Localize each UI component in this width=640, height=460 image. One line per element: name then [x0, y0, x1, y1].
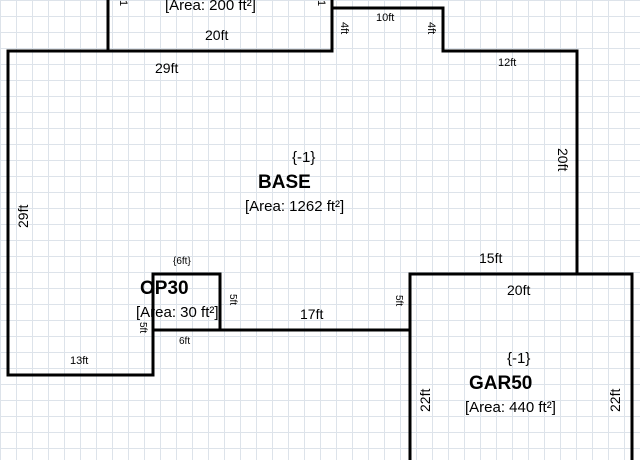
- base-bump-right-dim: 4ft: [425, 22, 437, 35]
- base-step-lower-dim: 15ft: [479, 250, 503, 266]
- gar50-name: GAR50: [469, 373, 533, 394]
- base-area: [Area: 1262 ft²]: [245, 198, 345, 215]
- top-room-top-left-dim: 1: [117, 0, 129, 7]
- gar50-left-dim: 22ft: [417, 388, 433, 412]
- base-bump-top-dim: 10ft: [376, 12, 395, 24]
- base-left-dim: 29ft: [15, 204, 31, 228]
- gar50-code: {-1}: [507, 350, 531, 367]
- base-bottom-middle-dim: 17ft: [300, 306, 324, 322]
- base-top-dim: 29ft: [155, 60, 179, 76]
- op30-right-dim: 5ft: [227, 294, 238, 306]
- top-room-bottom-dim: 20ft: [205, 27, 229, 43]
- top-room-area: [Area: 200 ft²]: [165, 0, 256, 14]
- base-name: BASE: [258, 172, 311, 193]
- gar50-area: [Area: 440 ft²]: [465, 399, 556, 416]
- op30-area: [Area: 30 ft²]: [136, 304, 219, 321]
- op30-left-dim: 5ft: [137, 322, 148, 334]
- op30-name: OP30: [140, 278, 189, 299]
- base-outline-left: [6, 49, 410, 377]
- top-room-top-right-dim: 1: [315, 0, 327, 7]
- base-step-vertical-dim: 5ft: [393, 295, 404, 307]
- gar50-top-dim: 20ft: [507, 282, 531, 298]
- base-bottom-left-dim: 13ft: [70, 355, 89, 367]
- base-right-dim: 20ft: [555, 148, 571, 172]
- base-step-right-top-dim: 12ft: [498, 57, 517, 69]
- base-outline: [330, 6, 579, 274]
- op30-outline: [151, 272, 222, 330]
- op30-code: {6ft}: [173, 256, 191, 267]
- base-code: {-1}: [292, 149, 316, 166]
- gar50-right-dim: 22ft: [607, 388, 623, 412]
- base-bump-left-dim: 4ft: [338, 22, 350, 35]
- gar50-outline: [408, 272, 634, 460]
- op30-bottom-dim: 6ft: [179, 336, 191, 347]
